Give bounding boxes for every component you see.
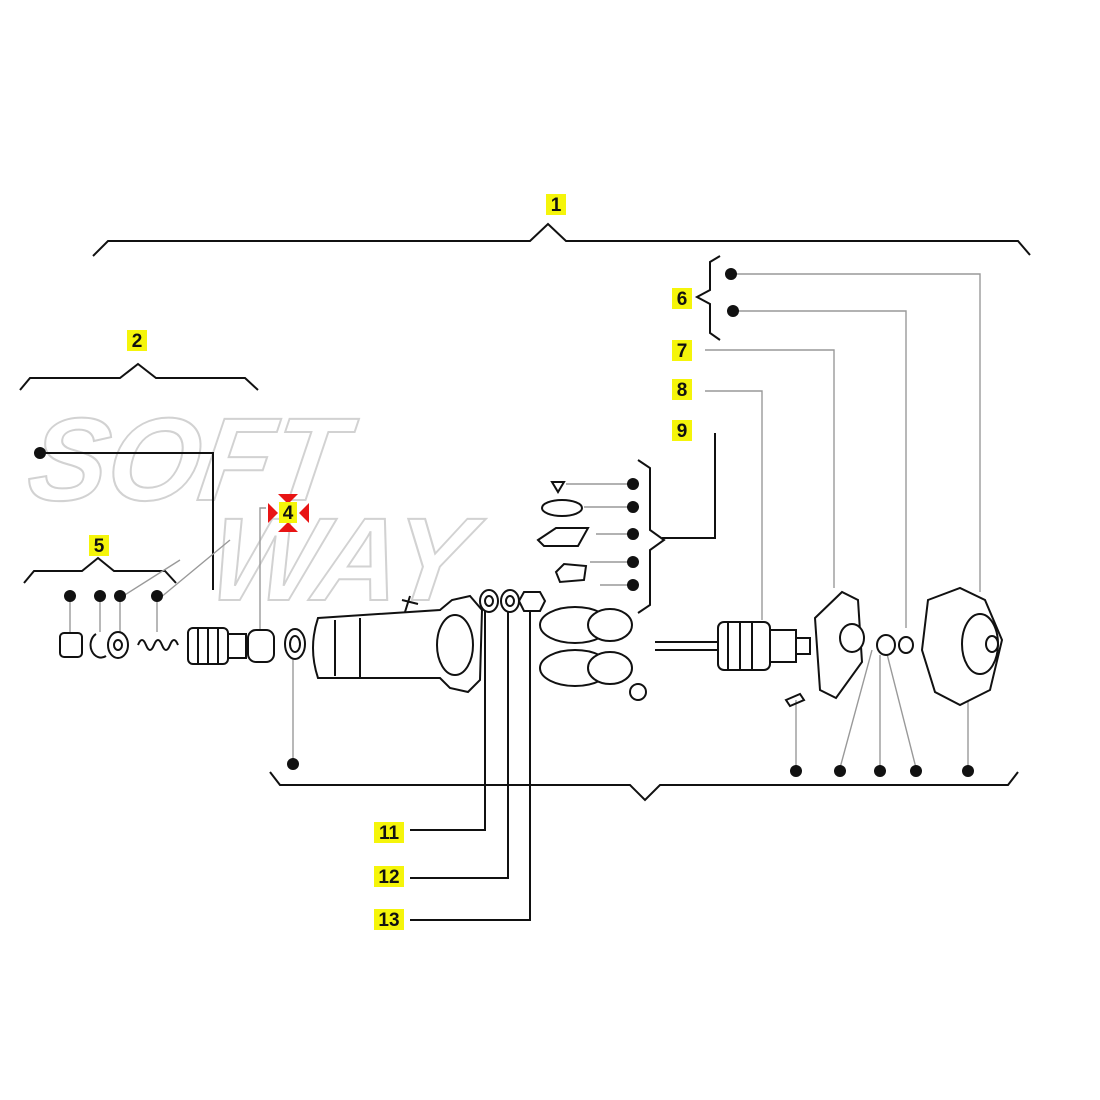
leader-group-2 xyxy=(40,452,214,590)
brackets xyxy=(19,222,1031,802)
part-terminal xyxy=(401,595,419,613)
part-washer-a xyxy=(876,634,896,656)
leader-7 xyxy=(705,349,835,588)
leader-13 xyxy=(410,610,531,921)
bracket-group-2 xyxy=(19,362,259,391)
dot xyxy=(834,765,846,777)
part-armature-shaft xyxy=(655,641,718,651)
callout-13[interactable]: 13 xyxy=(374,909,404,931)
callout-6[interactable]: 6 xyxy=(672,288,692,310)
callout-7[interactable]: 7 xyxy=(672,340,692,362)
callout-label: 2 xyxy=(132,331,143,352)
callout-label: 13 xyxy=(378,910,399,931)
leader-8 xyxy=(705,390,763,620)
part-armature xyxy=(717,621,771,671)
part-brush xyxy=(554,562,588,584)
part-washer-b xyxy=(898,636,914,654)
dot xyxy=(627,579,639,591)
part-commutator xyxy=(769,629,797,663)
bracket-assembly-1 xyxy=(92,222,1031,257)
part-circlip xyxy=(89,633,107,659)
bracket-group-6 xyxy=(694,255,721,341)
leader-12 xyxy=(410,610,509,879)
leaders-bottom-right xyxy=(795,649,969,769)
callout-label: 7 xyxy=(677,341,688,362)
callout-11[interactable]: 11 xyxy=(374,822,404,844)
dot xyxy=(151,590,163,602)
watermark: SOFT WAY xyxy=(20,394,490,627)
leader-11 xyxy=(410,610,486,831)
part-sleeve xyxy=(247,629,275,663)
leader-6a xyxy=(730,273,981,592)
dot xyxy=(962,765,974,777)
dot xyxy=(627,556,639,568)
callout-8[interactable]: 8 xyxy=(672,379,692,401)
dot xyxy=(874,765,886,777)
callout-5[interactable]: 5 xyxy=(89,535,109,557)
watermark-line-1: SOFT xyxy=(21,395,363,526)
part-housing xyxy=(312,594,484,694)
dot xyxy=(114,590,126,602)
leader-group-9 xyxy=(662,433,716,539)
bracket-group-9 xyxy=(637,459,666,614)
bracket-bottom xyxy=(269,771,1019,802)
part-spring xyxy=(137,639,179,651)
callout-label: 8 xyxy=(677,380,688,401)
reference-dots xyxy=(34,268,974,777)
dot xyxy=(627,528,639,540)
dot xyxy=(790,765,802,777)
callout-label: 11 xyxy=(379,823,400,844)
leader-lines xyxy=(40,273,981,921)
callout-label: 4 xyxy=(283,503,294,524)
part-insulator-2 xyxy=(536,527,590,547)
dot xyxy=(727,305,739,317)
dot xyxy=(94,590,106,602)
part-brush-plate xyxy=(813,590,864,700)
part-nut-13 xyxy=(517,591,547,612)
leader-4 xyxy=(259,507,266,630)
callout-9[interactable]: 9 xyxy=(672,420,692,442)
dot xyxy=(910,765,922,777)
callout-label: 9 xyxy=(677,421,688,442)
leader-6b xyxy=(732,310,907,628)
callout-2[interactable]: 2 xyxy=(127,330,147,352)
dot xyxy=(64,590,76,602)
callout-4[interactable]: 4 xyxy=(279,502,297,524)
part-bushing xyxy=(59,632,83,658)
dot xyxy=(34,447,46,459)
watermark-line-2: WAY xyxy=(202,495,489,626)
leaders-group-5 xyxy=(69,597,158,632)
callout-label: 6 xyxy=(677,289,688,310)
dot xyxy=(627,478,639,490)
callout-label: 1 xyxy=(551,195,562,216)
crosshair-arrows-icon xyxy=(268,494,309,532)
leaders-group-9 xyxy=(566,483,632,586)
callout-label: 5 xyxy=(94,536,105,557)
dot xyxy=(627,501,639,513)
callout-12[interactable]: 12 xyxy=(374,866,404,888)
leaders-group-5-diag xyxy=(119,539,231,599)
parts xyxy=(59,481,1004,708)
bracket-group-5 xyxy=(23,556,177,584)
part-insulator-1 xyxy=(541,499,583,517)
callout-1[interactable]: 1 xyxy=(546,194,566,216)
callout-label: 12 xyxy=(378,867,399,888)
dot xyxy=(287,758,299,770)
part-screw xyxy=(784,692,806,708)
dot xyxy=(725,268,737,280)
